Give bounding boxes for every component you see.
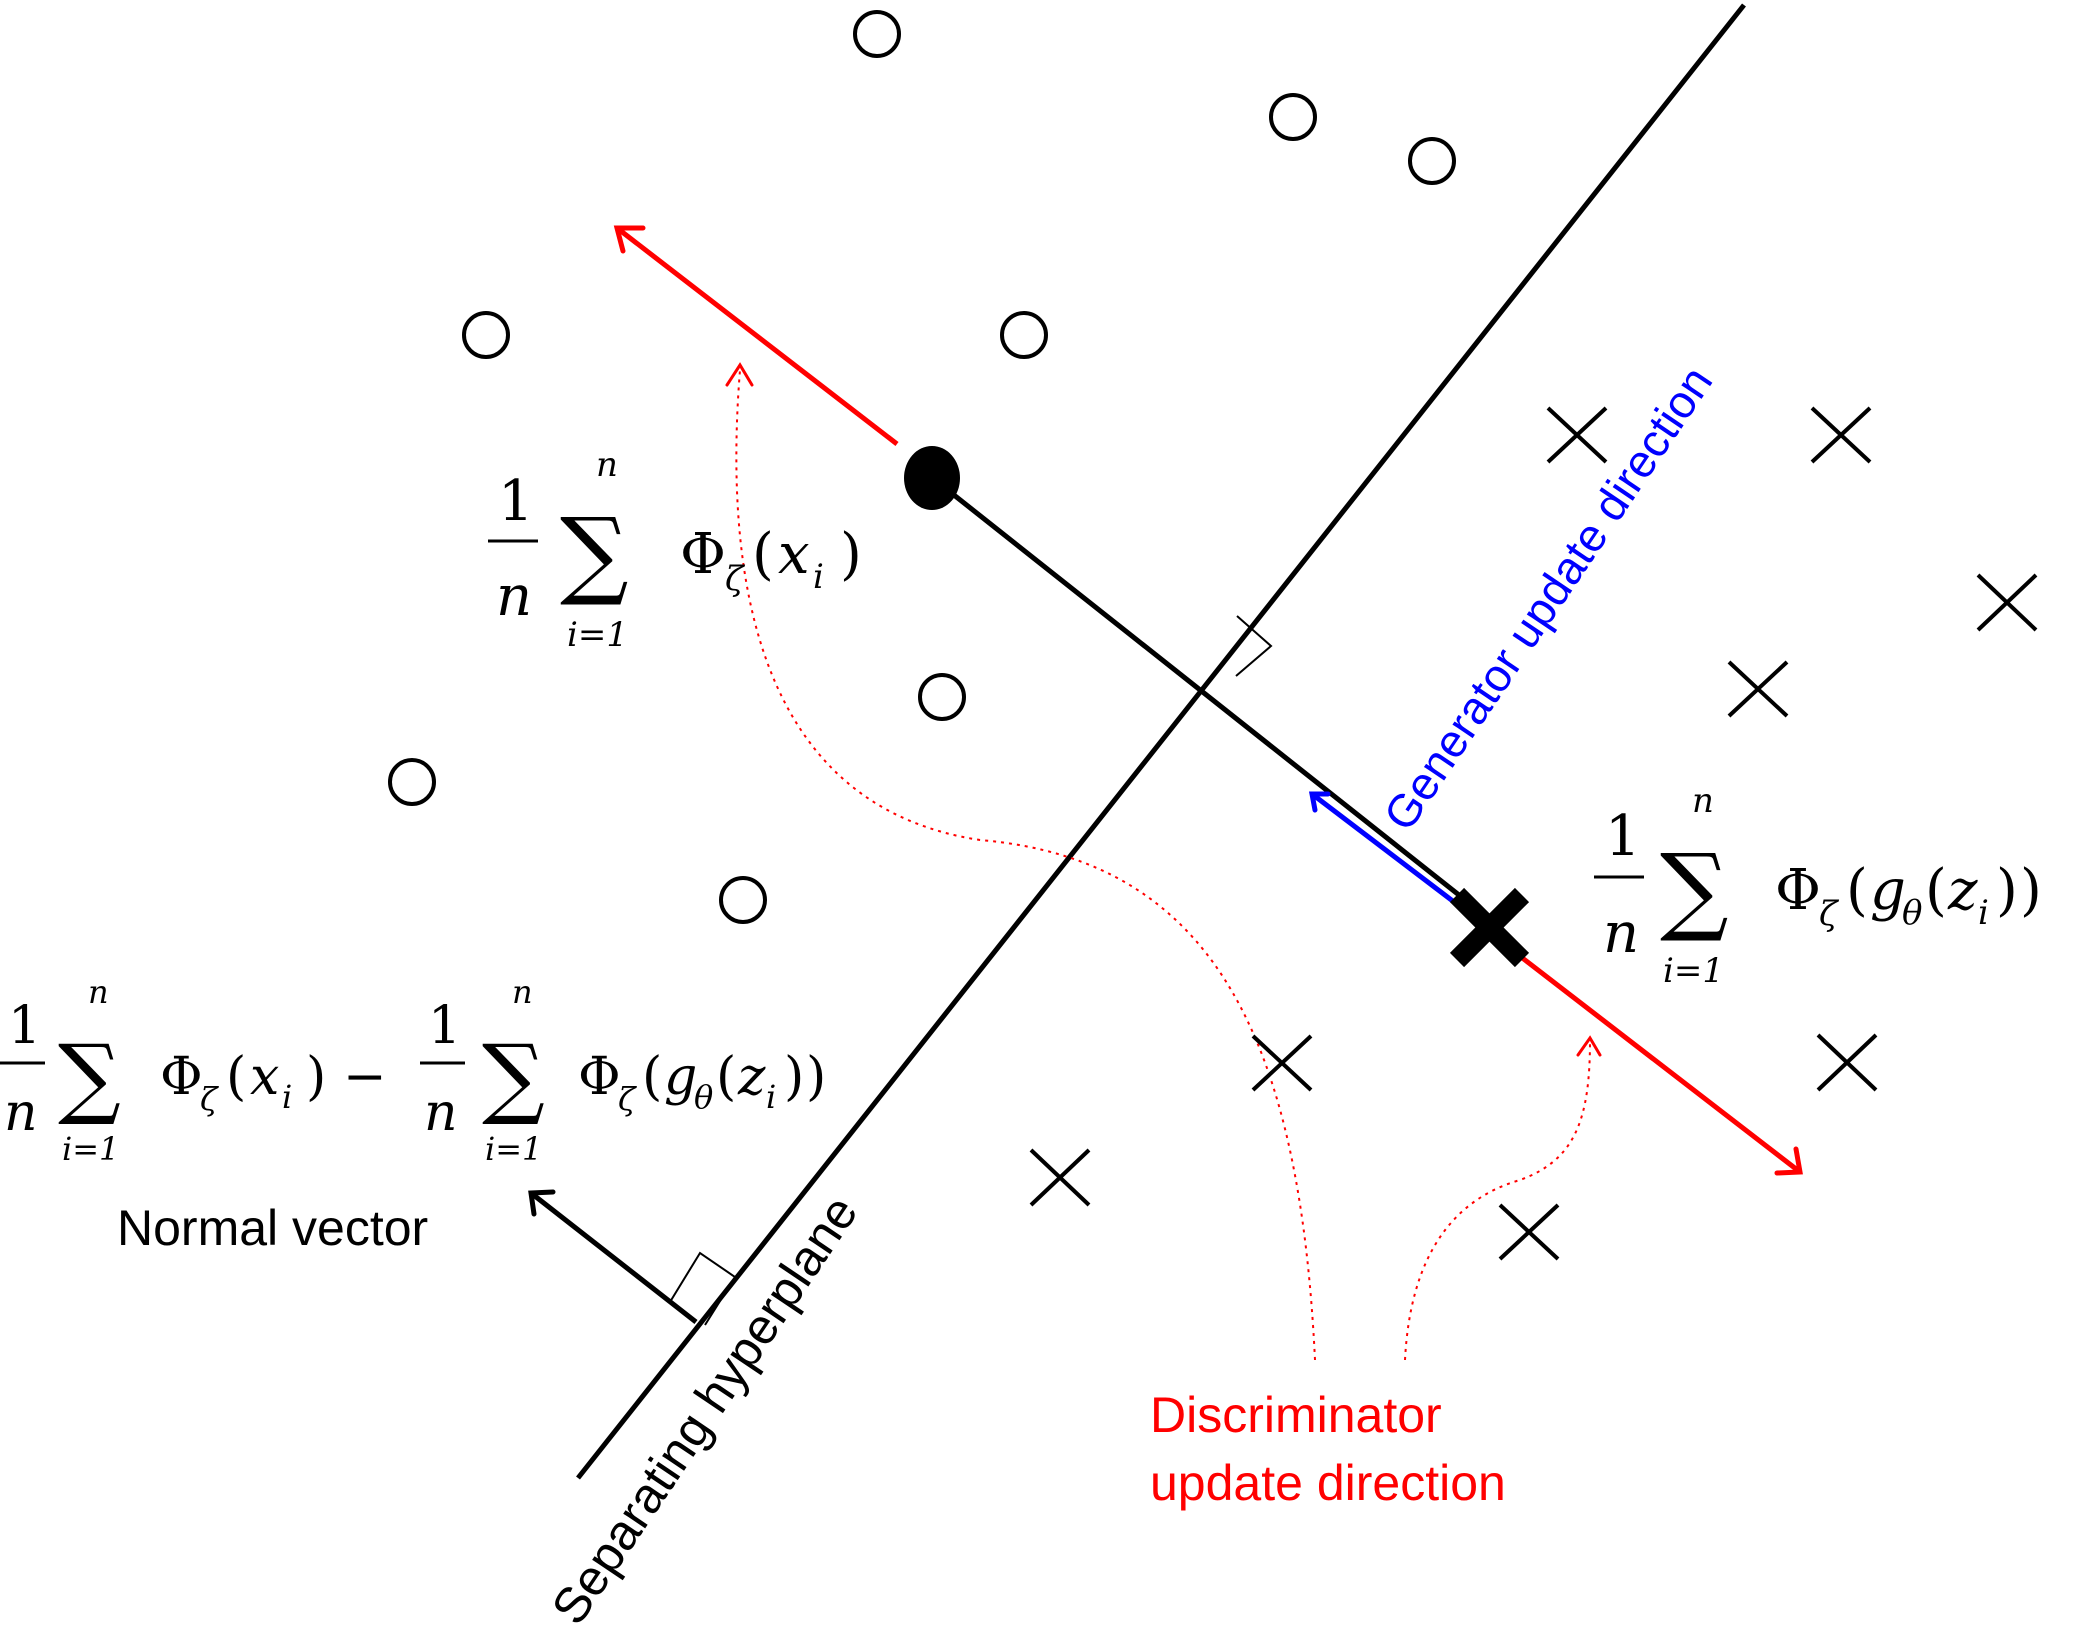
g-subscript: θ <box>694 1078 713 1116</box>
discriminator-label-line1: Discriminator <box>1150 1387 1442 1443</box>
x-subscript: i <box>282 1078 292 1116</box>
x-var: x <box>778 522 810 587</box>
sum-lower: i=1 <box>567 615 628 655</box>
fake-sample <box>1816 1033 1878 1092</box>
normal-vector-formula: 1 n n ∑ i=1 Φ ζ ( x i ) − 1 n n ∑ i=1 Φ … <box>0 973 826 1168</box>
rparen: ) <box>306 1047 326 1107</box>
sum-upper: n <box>1692 781 1714 821</box>
sum-upper-2: n <box>512 973 533 1011</box>
lparen: ( <box>752 522 774 587</box>
rparen: ) <box>840 522 862 587</box>
discriminator-label-line2: update direction <box>1150 1455 1506 1511</box>
sum-symbol: ∑ <box>58 1025 121 1128</box>
frac-numerator-2: 1 <box>428 996 461 1056</box>
normal-vector-label: Normal vector <box>117 1200 428 1256</box>
sum-symbol-2: ∑ <box>482 1025 545 1128</box>
frac-denominator: n <box>496 564 532 629</box>
real-sample <box>388 758 436 806</box>
frac-denominator: n <box>4 1083 38 1143</box>
z-subscript: i <box>1978 893 1989 933</box>
generator-update-label: Generator update direction <box>1373 357 1722 840</box>
lparen: ( <box>1846 858 1868 923</box>
x-var: x <box>250 1047 279 1107</box>
real-sample <box>719 876 767 924</box>
phi-symbol: Φ <box>160 1047 203 1107</box>
real-samples <box>388 10 1456 924</box>
frac-denominator: n <box>1603 901 1639 966</box>
lparen-inner: ( <box>716 1047 736 1107</box>
discriminator-arrow-fake <box>1510 948 1803 1176</box>
z-var: z <box>1947 858 1978 923</box>
phi-subscript-2: ζ <box>618 1080 637 1118</box>
sum-upper: n <box>88 973 109 1011</box>
lparen: ( <box>226 1047 246 1107</box>
fake-sample <box>1727 660 1789 718</box>
lparen-inner: ( <box>1925 858 1947 923</box>
discriminator-arrow-real <box>613 225 899 446</box>
rparen-inner: ) <box>784 1047 804 1107</box>
dotted-arrowheads <box>725 362 1602 1057</box>
fake-mean-point <box>1449 887 1530 968</box>
right-angle-marker <box>1235 615 1273 677</box>
generator-update-arrow <box>1308 791 1460 907</box>
g-var: g <box>1870 858 1906 923</box>
g-var: g <box>664 1047 697 1107</box>
real-sample <box>1000 311 1048 359</box>
phi-subscript: ζ <box>200 1080 219 1118</box>
rparen-2: ) <box>806 1047 826 1107</box>
frac-numerator: 1 <box>8 996 41 1056</box>
phi-symbol: Φ <box>1775 858 1821 923</box>
rparen-inner: ) <box>1996 858 2018 923</box>
phi-symbol: Φ <box>680 522 726 587</box>
phi-symbol-2: Φ <box>578 1047 621 1107</box>
sum-lower-2: i=1 <box>485 1130 542 1168</box>
separating-hyperplane-label: Separating hyperplane <box>541 1186 869 1630</box>
fake-sample <box>1976 573 2038 632</box>
rparen: ) <box>2020 858 2042 923</box>
real-sample <box>918 673 966 721</box>
z-var: z <box>737 1047 766 1107</box>
fake-samples <box>1029 406 2038 1261</box>
sum-lower: i=1 <box>1663 951 1724 991</box>
real-sample <box>853 10 901 58</box>
lparen-2: ( <box>642 1047 662 1107</box>
real-sample <box>1408 137 1456 185</box>
frac-numerator: 1 <box>1605 804 1641 869</box>
x-subscript: i <box>813 557 824 597</box>
sum-upper: n <box>596 445 618 485</box>
real-mean-formula: 1 n n ∑ i=1 Φ ζ ( x i ) <box>488 445 862 655</box>
fake-sample <box>1498 1203 1560 1261</box>
sum-lower: i=1 <box>62 1130 119 1168</box>
g-subscript: θ <box>1902 893 1922 933</box>
normal-vector-arrow <box>528 1189 698 1324</box>
fake-sample <box>1029 1148 1091 1207</box>
real-sample <box>1269 93 1317 141</box>
fake-sample <box>1546 406 1608 464</box>
z-subscript: i <box>766 1078 776 1116</box>
real-mean-point <box>904 446 960 510</box>
fake-mean-formula: 1 n n ∑ i=1 Φ ζ ( g θ ( z i ) ) <box>1594 781 2042 991</box>
frac-denominator-2: n <box>424 1083 458 1143</box>
mean-connector-line <box>933 478 1490 920</box>
minus-sign: − <box>343 1047 387 1107</box>
phi-subscript: ζ <box>1819 894 1840 934</box>
sum-symbol: ∑ <box>1660 833 1729 945</box>
frac-numerator: 1 <box>498 469 534 534</box>
discriminator-dotted-curves <box>735 369 1591 1361</box>
sum-symbol: ∑ <box>560 497 629 609</box>
phi-subscript: ζ <box>725 559 746 599</box>
normal-right-angle-marker <box>669 1251 737 1326</box>
real-sample <box>462 311 510 359</box>
separating-hyperplane-line <box>576 3 1746 1480</box>
fake-sample <box>1251 1034 1313 1092</box>
fake-sample <box>1810 406 1872 464</box>
